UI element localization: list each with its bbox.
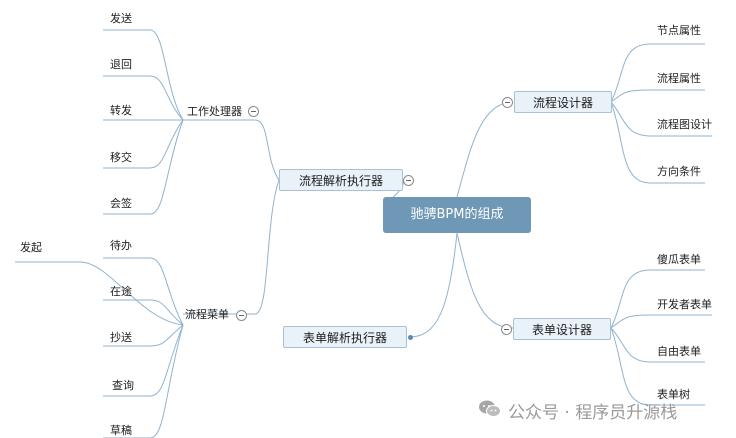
leaf-send[interactable]: 发送 bbox=[110, 12, 132, 25]
leaf-initiate[interactable]: 发起 bbox=[20, 241, 42, 254]
edge-root-flow-designer bbox=[456, 101, 514, 198]
root-node[interactable]: 驰骋BPM的组成 bbox=[383, 197, 531, 233]
wechat-icon bbox=[479, 400, 501, 417]
leaf-form-tree[interactable]: 表单树 bbox=[657, 388, 690, 401]
leaf-direction-condition[interactable]: 方向条件 bbox=[657, 165, 701, 178]
leaf-query[interactable]: 查询 bbox=[112, 379, 134, 392]
work-processor-node[interactable]: 工作处理器 bbox=[187, 105, 242, 118]
collapse-toggle-form-designer[interactable] bbox=[501, 324, 512, 335]
leaf-flow-attributes[interactable]: 流程属性 bbox=[657, 72, 701, 85]
leaf-cc[interactable]: 抄送 bbox=[110, 331, 132, 344]
flow-designer-node[interactable]: 流程设计器 bbox=[514, 91, 612, 113]
leaf-return[interactable]: 退回 bbox=[110, 58, 132, 71]
leaf-developer-form[interactable]: 开发者表单 bbox=[657, 298, 712, 311]
collapse-toggle-work-processor[interactable] bbox=[248, 106, 259, 117]
collapse-toggle-flow-menu[interactable] bbox=[236, 310, 247, 321]
leaf-free-form[interactable]: 自由表单 bbox=[657, 345, 701, 358]
flow-menu-node[interactable]: 流程菜单 bbox=[185, 308, 229, 321]
collapse-toggle-flow-parser[interactable] bbox=[403, 175, 414, 186]
edge-root-form-parser bbox=[409, 232, 458, 338]
edge-root-form-designer bbox=[456, 232, 514, 329]
form-parser-connector-dot bbox=[408, 335, 413, 340]
form-designer-node[interactable]: 表单设计器 bbox=[513, 318, 611, 340]
flow-parser-node[interactable]: 流程解析执行器 bbox=[279, 169, 403, 191]
leaf-in-progress[interactable]: 在途 bbox=[110, 285, 132, 298]
leaf-todo[interactable]: 待办 bbox=[110, 239, 132, 252]
watermark-text: 公众号 · 程序员升源栈 bbox=[508, 403, 678, 423]
leaf-forward[interactable]: 转发 bbox=[110, 104, 132, 117]
form-parser-node[interactable]: 表单解析执行器 bbox=[283, 326, 407, 348]
leaf-draft[interactable]: 草稿 bbox=[110, 424, 132, 437]
leaf-transfer[interactable]: 移交 bbox=[110, 151, 132, 164]
leaf-node-attributes[interactable]: 节点属性 bbox=[657, 24, 701, 37]
leaf-flow-chart-design[interactable]: 流程图设计 bbox=[657, 118, 712, 131]
leaf-simple-form[interactable]: 傻瓜表单 bbox=[657, 253, 701, 266]
leaf-countersign[interactable]: 会签 bbox=[110, 197, 132, 210]
collapse-toggle-flow-designer[interactable] bbox=[502, 97, 513, 108]
